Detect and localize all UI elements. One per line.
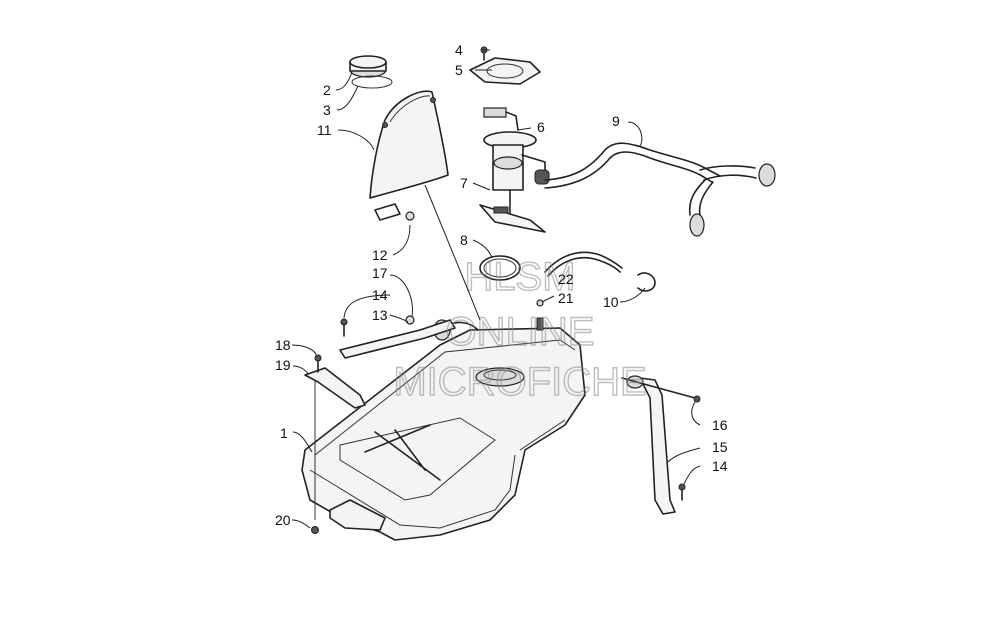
filler-cap [349, 55, 387, 78]
bolt [314, 354, 322, 373]
hose-clamp [637, 272, 656, 292]
callout-19: 19 [275, 357, 291, 373]
callouts: 1 2 3 4 5 6 7 8 9 10 11 12 13 14 14 15 1… [275, 42, 728, 528]
callout-8: 8 [460, 232, 468, 248]
clip [374, 203, 415, 221]
callout-1: 1 [280, 425, 288, 441]
callout-22: 22 [558, 271, 574, 287]
callout-3: 3 [323, 102, 331, 118]
long-bolt [621, 377, 701, 403]
watermark-line-3: MICROFICHE [393, 360, 646, 404]
tank-shield [369, 90, 449, 199]
callout-20: 20 [275, 512, 291, 528]
callout-12: 12 [372, 247, 388, 263]
o-ring [479, 255, 521, 281]
screw [480, 46, 488, 61]
cap-seal [351, 75, 393, 89]
callout-9: 9 [612, 113, 620, 129]
screw [678, 483, 686, 501]
callout-14b: 14 [712, 458, 728, 474]
callout-17: 17 [372, 265, 388, 281]
fitting [536, 299, 544, 331]
watermark-line-2: ONLINE [446, 310, 595, 354]
callout-14a: 14 [372, 287, 388, 303]
callout-10: 10 [603, 294, 619, 310]
watermark: HLSM ONLINE MICROFICHE [393, 254, 648, 404]
callout-4: 4 [455, 42, 463, 58]
nut [311, 526, 319, 534]
callout-16: 16 [712, 417, 728, 433]
callout-7: 7 [460, 175, 468, 191]
callout-2: 2 [323, 82, 331, 98]
fuel-level-sender [479, 189, 546, 233]
callout-6: 6 [537, 119, 545, 135]
callout-5: 5 [455, 62, 463, 78]
vent-hose [544, 251, 623, 277]
callout-15: 15 [712, 439, 728, 455]
leader-lines [291, 49, 701, 529]
bolt [340, 318, 348, 337]
fuel-hose [544, 142, 776, 237]
callout-18: 18 [275, 337, 291, 353]
callout-21: 21 [558, 290, 574, 306]
callout-11: 11 [317, 122, 332, 138]
watermark-line-1: HLSM [464, 255, 575, 299]
callout-13: 13 [372, 307, 388, 323]
mounting-bracket [304, 367, 366, 409]
gasket [469, 57, 541, 85]
